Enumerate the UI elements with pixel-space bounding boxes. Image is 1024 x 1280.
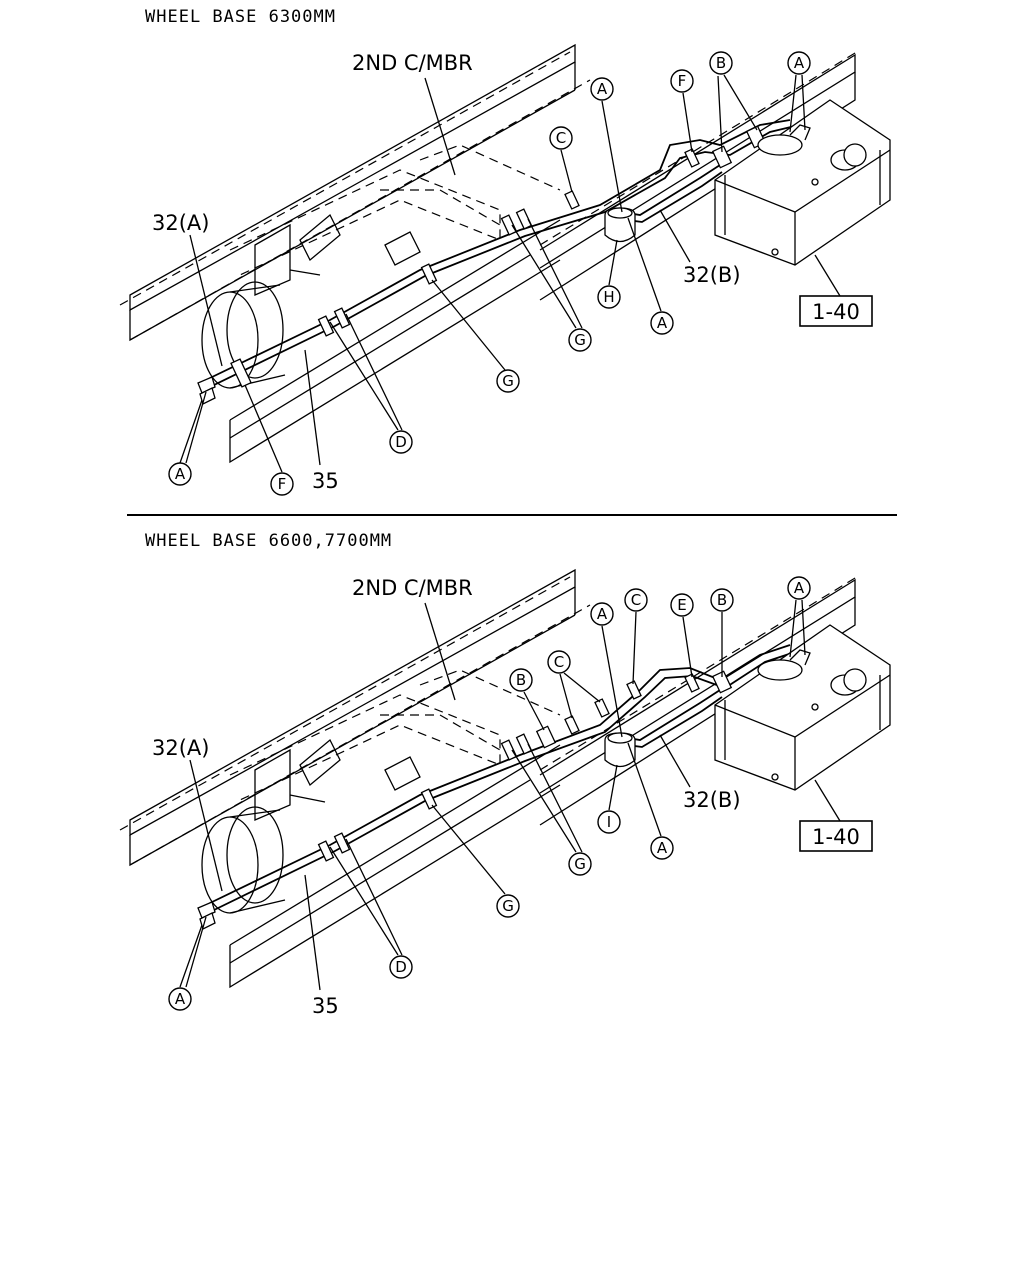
svg-text:A: A xyxy=(657,839,668,857)
top-member-label: 2ND C/MBR xyxy=(352,51,473,75)
bottom-clips xyxy=(317,670,733,862)
svg-text:G: G xyxy=(574,855,586,873)
svg-text:A: A xyxy=(794,54,805,72)
svg-text:E: E xyxy=(677,596,686,614)
top-frame-rails xyxy=(119,43,861,464)
svg-text:A: A xyxy=(794,579,805,597)
bottom-fuel-tank xyxy=(714,624,891,791)
bottom-callout-a4: A xyxy=(787,576,811,658)
bottom-fitting-left xyxy=(197,901,216,930)
top-title: WHEEL BASE 6300MM xyxy=(145,7,336,27)
svg-text:G: G xyxy=(574,331,586,349)
top-callout-d: D xyxy=(329,313,413,454)
bottom-frame-rails xyxy=(119,568,861,989)
bottom-callout-a3: A xyxy=(627,742,674,860)
top-callout-f2: F xyxy=(670,69,694,153)
bottom-crossmember xyxy=(229,669,561,821)
svg-text:F: F xyxy=(678,72,687,90)
bottom-callout-a2: A xyxy=(590,602,623,738)
top-clips xyxy=(230,125,767,388)
top-callout-c: C xyxy=(549,126,573,193)
svg-text:A: A xyxy=(657,314,668,332)
svg-text:H: H xyxy=(603,288,614,306)
top-part-35: 35 xyxy=(312,469,339,493)
svg-text:A: A xyxy=(175,465,186,483)
svg-text:C: C xyxy=(554,653,564,671)
svg-text:C: C xyxy=(631,591,641,609)
bottom-callout-e: E xyxy=(670,593,694,678)
top-fuel-pipes xyxy=(209,119,796,387)
svg-text:A: A xyxy=(597,605,608,623)
svg-text:I: I xyxy=(607,813,611,831)
svg-text:D: D xyxy=(395,433,407,451)
top-brake-chamber xyxy=(201,281,286,389)
top-fuel-tank xyxy=(714,99,891,266)
svg-text:B: B xyxy=(717,591,727,609)
svg-text:B: B xyxy=(716,54,726,72)
top-callout-h: H xyxy=(597,239,621,309)
top-callout-a1: A xyxy=(168,391,207,486)
bottom-diagram: WHEEL BASE 6600,7700MM xyxy=(119,531,891,1018)
top-ref-box xyxy=(799,295,873,327)
top-fitting-left xyxy=(197,376,216,405)
top-callout-a3: A xyxy=(627,217,674,335)
svg-text:A: A xyxy=(597,80,608,98)
bottom-brake-chamber xyxy=(201,806,286,914)
top-callout-g1: G xyxy=(431,279,520,393)
bottom-part-32b: 32(B) xyxy=(683,788,741,812)
bottom-part-32a: 32(A) xyxy=(152,736,209,760)
svg-text:A: A xyxy=(175,990,186,1008)
bottom-callout-g2: G xyxy=(511,743,592,876)
bottom-title: WHEEL BASE 6600,7700MM xyxy=(145,531,392,551)
svg-text:G: G xyxy=(502,372,514,390)
bottom-callout-i: I xyxy=(597,764,621,834)
svg-text:G: G xyxy=(502,897,514,915)
bottom-callout-b2: B xyxy=(710,588,734,677)
svg-text:C: C xyxy=(556,129,566,147)
bottom-ref-box xyxy=(799,820,873,852)
bottom-callout-c1: C xyxy=(547,650,601,719)
top-callout-g2: G xyxy=(511,218,592,352)
bottom-filter xyxy=(604,732,636,768)
top-crossmember xyxy=(229,144,561,296)
top-part-32b: 32(B) xyxy=(683,263,741,287)
top-ref-box-label: 1-40 xyxy=(812,300,860,324)
bottom-fuel-pipes xyxy=(209,644,796,912)
svg-text:D: D xyxy=(395,958,407,976)
top-diagram: WHEEL BASE 6300MM xyxy=(119,7,891,496)
top-filter xyxy=(604,207,636,243)
bottom-callout-g1: G xyxy=(431,804,520,918)
bottom-callout-d: D xyxy=(329,838,413,979)
svg-text:B: B xyxy=(516,671,526,689)
bottom-callout-a1: A xyxy=(168,916,207,1011)
top-callout-a2: A xyxy=(590,77,623,213)
bottom-callout-c2: C xyxy=(624,588,648,685)
bottom-member-label: 2ND C/MBR xyxy=(352,576,473,600)
bottom-part-35: 35 xyxy=(312,994,339,1018)
top-callout-b: B xyxy=(709,51,758,153)
top-part-32a: 32(A) xyxy=(152,211,209,235)
top-callout-f1: F xyxy=(244,384,294,496)
top-callout-a4: A xyxy=(787,51,811,133)
bottom-callout-b1: B xyxy=(509,668,545,731)
svg-text:F: F xyxy=(278,475,287,493)
bottom-ref-box-label: 1-40 xyxy=(812,825,860,849)
